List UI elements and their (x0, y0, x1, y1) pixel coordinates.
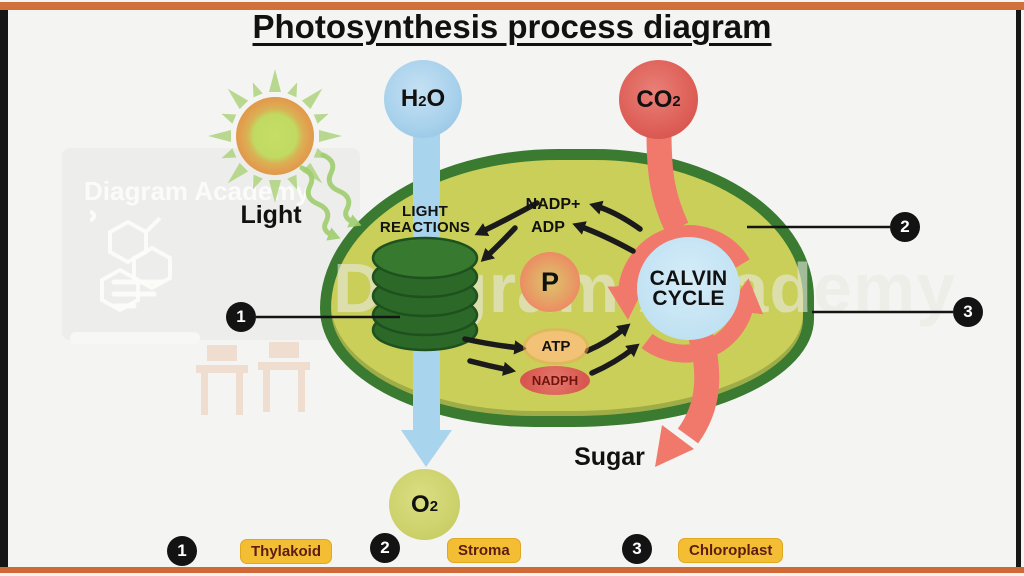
o2-base: O (411, 490, 430, 518)
light-label: Light (240, 201, 302, 229)
co2-base: CO (636, 85, 673, 113)
watermark-chalkboard: Diagram Academy (62, 148, 360, 340)
light-reactions-label: LIGHT REACTIONS (370, 204, 480, 236)
nadph-label: NADPH (531, 373, 579, 388)
co2-subscript: 2 (672, 94, 681, 111)
legend-chloroplast-badge: Chloroplast (678, 538, 784, 563)
atp-label: ATP (541, 338, 571, 355)
adp-label: ADP (531, 219, 565, 236)
phosphate-node: P (520, 252, 580, 312)
page-title: Photosynthesis process diagram (252, 8, 772, 45)
legend-stroma-badge: Stroma (447, 538, 521, 563)
h2o-subscript: 2 (418, 93, 427, 110)
frame-left-edge (0, 6, 8, 570)
pointer-2-marker: 2 (890, 212, 920, 242)
o2-subscript: 2 (429, 499, 438, 516)
frame-right-edge (1016, 8, 1021, 568)
nadph-node: NADPH (520, 366, 590, 395)
pointer-3-marker: 3 (953, 297, 983, 327)
legend-3-marker: 3 (622, 534, 652, 564)
watermark-chalk-tray (70, 332, 200, 344)
watermark-desk-icon (258, 342, 310, 414)
calvin-label-line1: CALVIN (649, 266, 728, 290)
light-reactions-line1: LIGHT (402, 203, 448, 220)
watermark-desk-icon (196, 345, 248, 417)
h2o-post: O (426, 85, 446, 112)
calvin-cycle-node: CALVIN CYCLE (637, 237, 740, 340)
legend-1-marker: 1 (167, 536, 197, 566)
atp-node: ATP (526, 331, 586, 362)
legend-thylakoid-badge: Thylakoid (240, 539, 333, 564)
frame-top-accent (0, 2, 1024, 10)
chalk-lines-icon (111, 279, 165, 309)
nadp-label: NADP+ (525, 196, 581, 213)
calvin-label-line2: CYCLE (652, 286, 725, 310)
frame-bottom-accent (0, 567, 1024, 573)
legend-2-marker: 2 (370, 533, 400, 563)
pointer-1-marker: 1 (226, 302, 256, 332)
h2o-base: H (400, 85, 419, 112)
phosphate-label: P (540, 266, 559, 297)
sugar-label: Sugar (574, 443, 645, 471)
light-reactions-line2: REACTIONS (379, 218, 471, 236)
